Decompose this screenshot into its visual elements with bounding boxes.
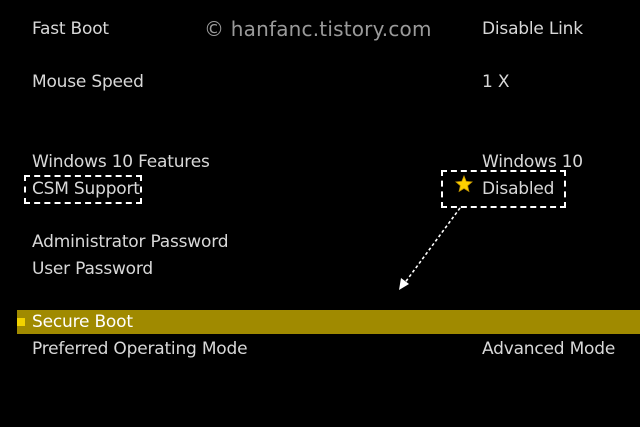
- setting-value[interactable]: Windows 10: [482, 152, 583, 172]
- setting-label: Fast Boot: [32, 19, 109, 39]
- setting-value[interactable]: Disabled: [482, 179, 555, 199]
- selection-highlight: [17, 310, 640, 334]
- setting-user-password[interactable]: User Password: [0, 256, 640, 282]
- setting-value[interactable]: Disable Link: [482, 19, 583, 39]
- setting-mouse-speed[interactable]: Mouse Speed 1 X: [0, 69, 640, 95]
- annotation-box-csm-label: [24, 175, 142, 204]
- arrow-icon: [399, 207, 461, 290]
- setting-csm-support[interactable]: CSM Support Disabled: [0, 176, 640, 202]
- setting-preferred-operating-mode[interactable]: Preferred Operating Mode Advanced Mode: [0, 336, 640, 362]
- setting-value[interactable]: 1 X: [482, 72, 510, 92]
- setting-label: Mouse Speed: [32, 72, 144, 92]
- setting-secure-boot[interactable]: Secure Boot: [0, 309, 640, 335]
- setting-label: User Password: [32, 259, 153, 279]
- watermark: © hanfanc.tistory.com: [204, 17, 432, 41]
- setting-label: Secure Boot: [32, 312, 133, 332]
- setting-windows-10-features[interactable]: Windows 10 Features Windows 10: [0, 149, 640, 175]
- setting-label: Preferred Operating Mode: [32, 339, 248, 359]
- setting-fast-boot[interactable]: Fast Boot Disable Link: [0, 16, 640, 42]
- setting-label: CSM Support: [32, 179, 140, 199]
- setting-label: Administrator Password: [32, 232, 229, 252]
- setting-value[interactable]: Advanced Mode: [482, 339, 616, 359]
- star-icon: [455, 175, 473, 193]
- setting-label: Windows 10 Features: [32, 152, 210, 172]
- setting-administrator-password[interactable]: Administrator Password: [0, 229, 640, 255]
- selection-marker: [17, 318, 25, 326]
- annotation-box-csm-value: [441, 170, 566, 208]
